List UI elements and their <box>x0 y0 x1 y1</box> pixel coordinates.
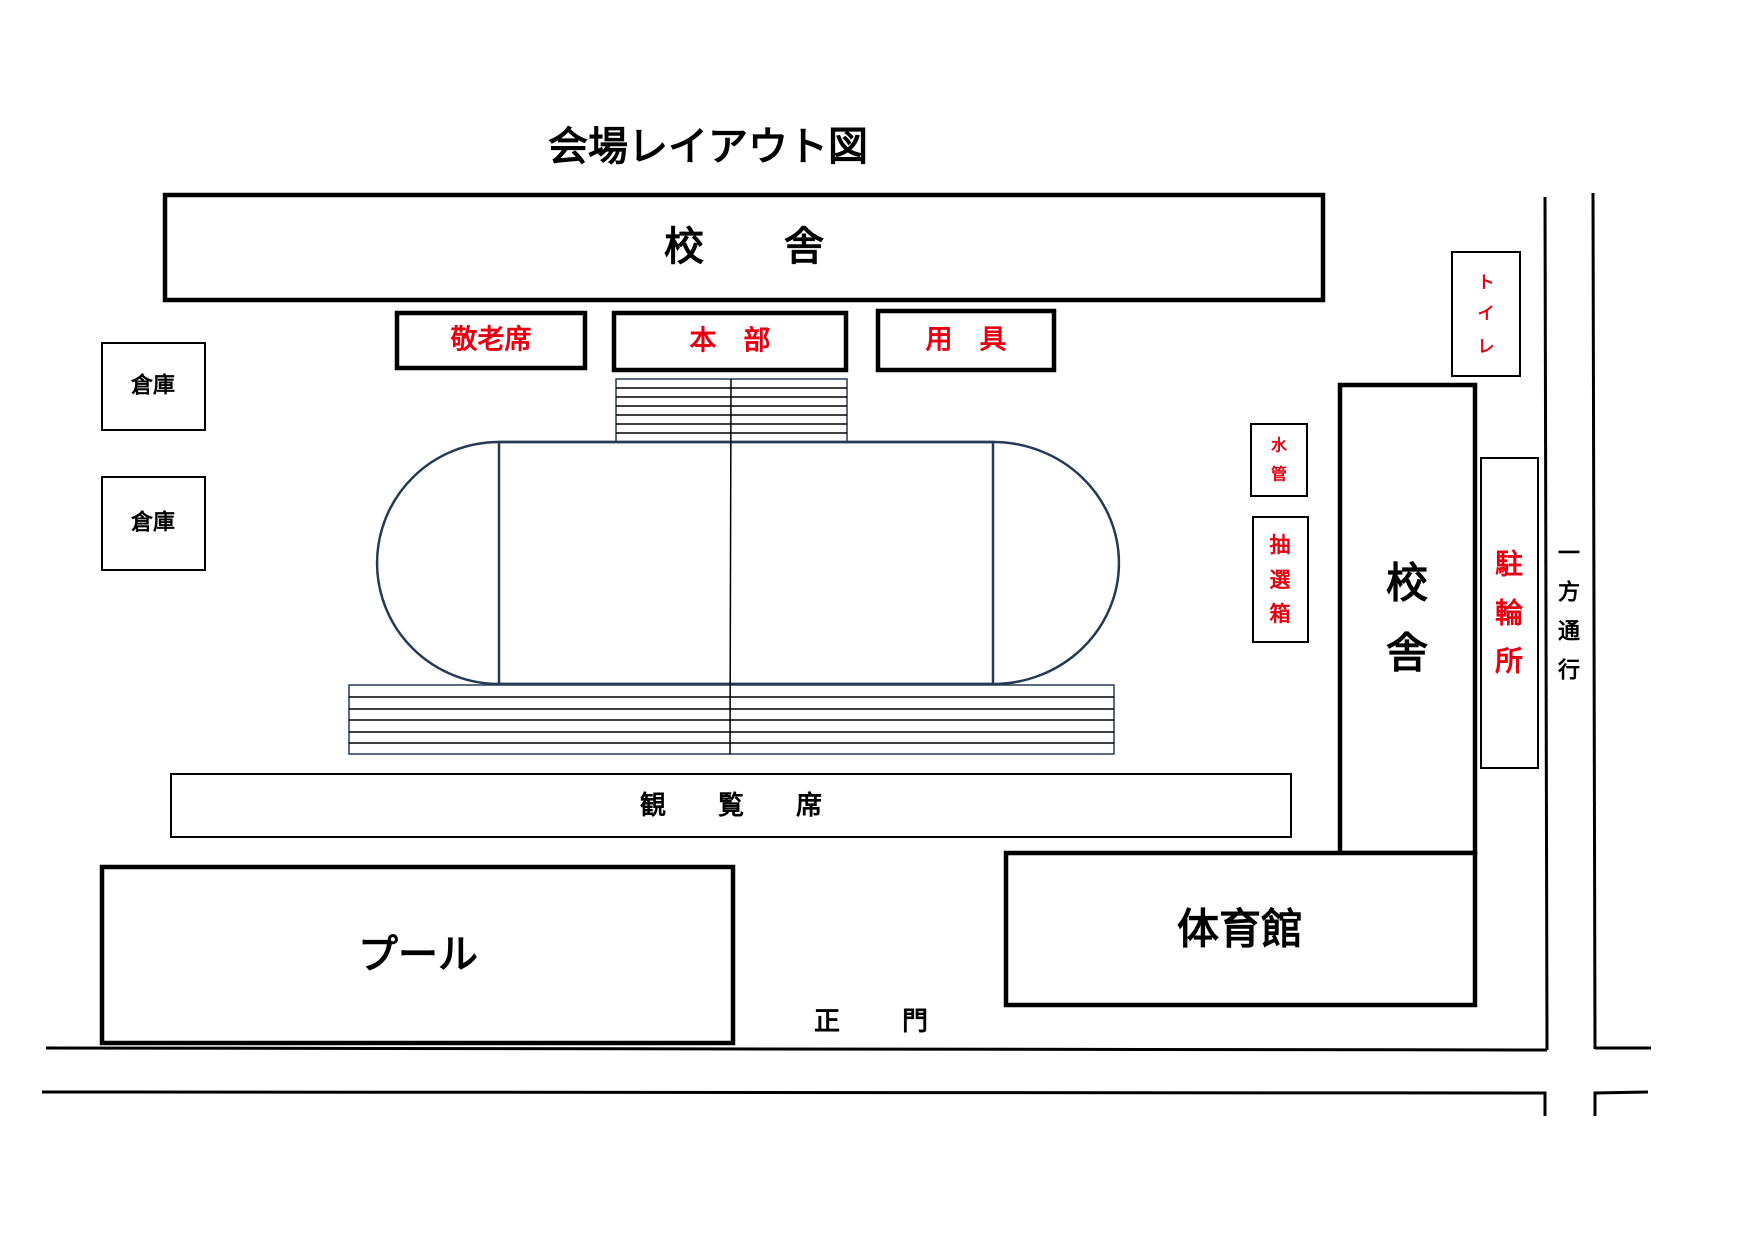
main-gate-char-1: 正 <box>814 1007 840 1037</box>
gymnasium: 体育館 <box>1003 850 1478 1008</box>
spectator-seats-label: 観 覧 席 <box>640 790 822 821</box>
storage-2: 倉庫 <box>101 476 206 571</box>
school-building-right: 校 舎 <box>1337 382 1478 856</box>
roads <box>41 192 1651 1116</box>
storage-1-label: 倉庫 <box>130 373 175 399</box>
lottery-char-1: 抽 <box>1270 533 1291 557</box>
bicycle-parking: 駐 輪 所 <box>1480 457 1539 769</box>
bottom-stands <box>348 684 1115 755</box>
school-right-char-2: 舎 <box>1386 629 1428 678</box>
one-way-char-2: 方 <box>1558 580 1580 606</box>
headquarters-tent: 本 部 <box>611 310 849 373</box>
running-track <box>375 440 1121 686</box>
lottery-box: 抽 選 箱 <box>1252 516 1309 643</box>
equipment-label: 用 具 <box>926 325 1007 356</box>
water-char-1: 水 <box>1271 436 1288 455</box>
toilet-char-3: レ <box>1478 337 1495 357</box>
gym-label: 体育館 <box>1177 905 1303 954</box>
one-way-char-4: 行 <box>1557 658 1580 684</box>
map-title: 会場レイアウト図 <box>548 124 868 170</box>
toilet-char-2: イ <box>1478 304 1495 324</box>
storage-1: 倉庫 <box>101 342 206 431</box>
toilet-char-1: ト <box>1478 273 1495 293</box>
one-way-sign: 一 方 通 行 <box>1557 542 1580 684</box>
bicycle-char-1: 駐 <box>1495 548 1523 581</box>
school-building-top: 校 舎 <box>162 192 1326 303</box>
one-way-char-3: 通 <box>1558 620 1580 645</box>
pool-label: プール <box>358 932 478 978</box>
center-line <box>729 378 732 755</box>
lottery-char-2: 選 <box>1270 568 1291 592</box>
lottery-char-3: 箱 <box>1270 602 1291 626</box>
school-right-char-1: 校 <box>1386 559 1428 608</box>
spectator-seats: 観 覧 席 <box>170 773 1292 838</box>
headquarters-label: 本 部 <box>690 325 771 357</box>
water-pipe: 水 管 <box>1250 423 1308 497</box>
water-char-2: 管 <box>1271 465 1287 484</box>
equipment-tent: 用 具 <box>875 308 1057 373</box>
storage-2-label: 倉庫 <box>130 510 175 536</box>
toilet: ト イ レ <box>1451 251 1521 377</box>
pool: プール <box>99 864 736 1046</box>
elder-seats-tent: 敬老席 <box>394 310 588 371</box>
bicycle-char-3: 所 <box>1495 645 1523 678</box>
elder-seats-label: 敬老席 <box>450 324 532 356</box>
bicycle-char-2: 輪 <box>1495 597 1524 630</box>
one-way-char-1: 一 <box>1558 542 1580 567</box>
school-top-label: 校 舎 <box>664 224 824 270</box>
main-gate-char-2: 門 <box>902 1007 928 1037</box>
main-gate: 正 門 <box>814 1007 928 1037</box>
